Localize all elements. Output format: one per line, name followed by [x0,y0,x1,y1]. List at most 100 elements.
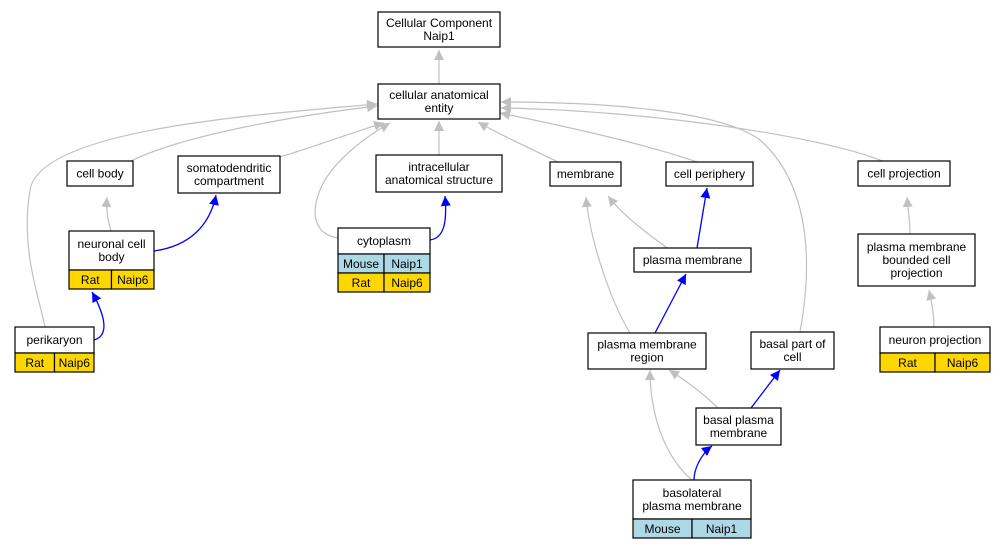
node-label: somatodendritic [187,161,272,175]
gene-label: Naip6 [391,276,423,290]
edge-basalpart-to-cae [500,97,808,333]
node-label: plasma membrane [597,338,697,352]
node-box [177,155,281,194]
node-label: region [630,351,663,365]
node-box [857,160,951,187]
node-label: plasma membrane [643,253,743,267]
edge-basolateral-to-pmr [645,369,693,481]
node-label: cell projection [867,167,940,181]
node-box [857,233,976,287]
node-cell-projection[interactable]: cell projection [857,160,951,187]
node-label: bounded cell [882,253,950,267]
edges [26,50,937,481]
edge-basalpm-to-pmr [668,369,719,409]
edge-neuronal-to-cellbody [101,196,112,232]
gene-label: Naip1 [706,522,738,536]
node-box [587,332,707,370]
node-box [549,161,622,187]
edge-pmr-to-membrane [581,196,631,334]
edge-somato-to-cae [279,121,385,158]
node-label: cell [783,350,801,364]
edge-pmr-to-pm [654,273,687,334]
gene-label: Naip6 [117,273,149,287]
node-label: plasma membrane [867,240,967,254]
edge-neuronproj-to-pmbcp [926,289,937,328]
node-box [750,331,835,370]
node-box [66,160,134,187]
node-label: plasma membrane [642,499,742,513]
edge-pmbcp-to-projection [902,196,913,235]
node-cell-body[interactable]: cell body [66,160,134,187]
edge-pm-to-membrane [607,195,668,249]
gene-cell [934,352,991,373]
node-membrane[interactable]: membrane [549,161,622,187]
gene-label: Naip6 [947,356,979,370]
node-plasma-membrane[interactable]: plasma membrane [633,247,752,273]
edge-cellbody-to-cae [126,102,378,164]
species-label: Mouse [644,522,680,536]
gene-label: Naip6 [59,356,91,370]
edge-projection-to-cae [500,103,886,163]
node-label: projection [890,266,942,280]
node-label: basolateral [663,486,722,500]
edge-basolateral-to-basalpm [693,445,713,481]
gene-cell [110,269,155,290]
edge-neuronal-to-somato [153,194,219,252]
species-label: Rat [25,356,44,370]
node-label: body [98,250,124,264]
node-label: cell body [76,167,123,181]
node-label: perikaryon [26,333,82,347]
node-box [68,230,155,271]
node-label: compartment [194,174,265,188]
gene-cell [691,518,752,539]
edge-periphery-to-cae [499,110,701,164]
node-cell-periphery[interactable]: cell periphery [665,161,754,187]
node-label: neuronal cell [77,237,145,251]
node-label: cytoplasm [357,234,411,248]
node-label: neuron projection [889,333,982,347]
node-label: cellular anatomical [389,88,488,102]
node-label: intracellular [408,160,469,174]
edge-cytoplasm-to-cae [314,122,391,239]
gene-cell [53,352,95,373]
node-box [633,247,752,273]
node-box [337,227,431,255]
edge-cytoplasm-to-intra [429,195,451,241]
node-box [632,479,752,520]
species-label: Rat [81,273,100,287]
species-label: Mouse [343,257,379,271]
gene-cell [383,272,431,293]
node-label: cell periphery [674,167,745,181]
edge-perikaryon-to-cae [26,99,378,328]
species-label: Rat [352,276,371,290]
node-box [377,83,501,120]
node-label: Cellular Component [386,16,493,30]
species-label: Rat [898,356,917,370]
node-label: basal part of [759,337,826,351]
edge-perikaryon-to-neuronal [91,291,105,341]
node-label: anatomical structure [385,173,493,187]
node-box [665,161,754,187]
edge-pm-to-periphery [696,187,711,249]
node-label: entity [425,101,454,115]
node-box [375,154,503,193]
gene-label: Naip1 [391,257,423,271]
node-label: membrane [710,426,768,440]
node-label: basal plasma [703,413,774,427]
node-box [879,326,991,354]
